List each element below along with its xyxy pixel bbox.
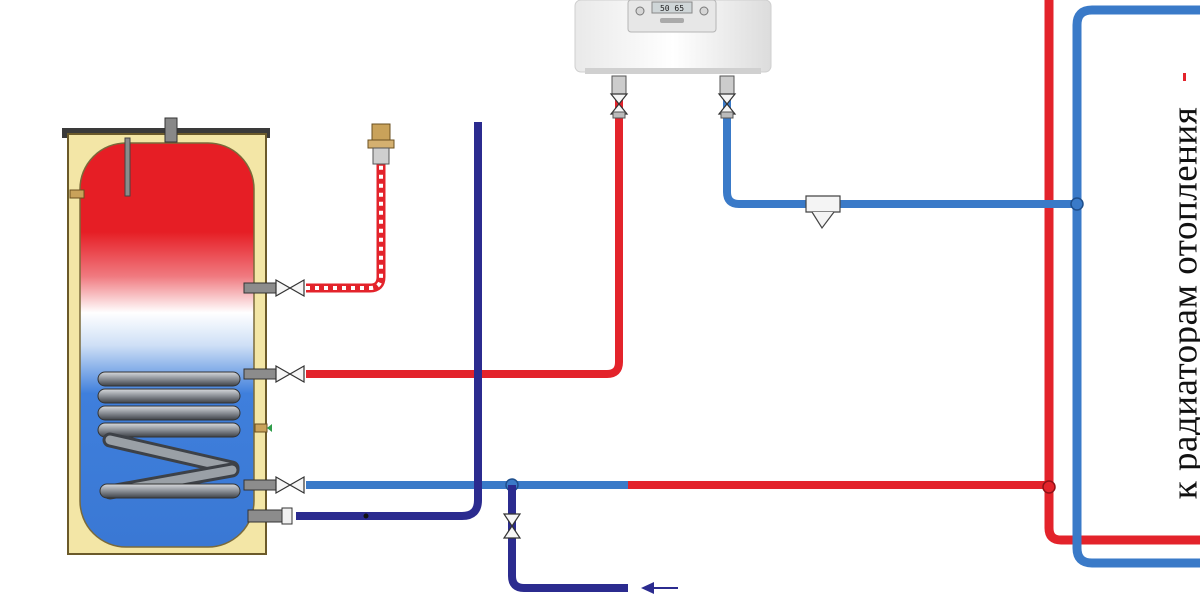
boiler-supply-line: [306, 88, 623, 378]
radiators-label: к радиаторам отопления: [1164, 106, 1200, 500]
cold-supply-pipe: [296, 122, 482, 520]
hose-fitting: [367, 123, 395, 165]
hot-water-outlet-hose: [306, 123, 395, 293]
anode-rod: [124, 137, 131, 197]
tank-coil-outlet-valve[interactable]: [243, 475, 305, 495]
inlet-valve[interactable]: [502, 513, 522, 539]
heating-coil: [97, 371, 241, 500]
tank-outlet-valve-hot[interactable]: [243, 278, 305, 298]
boiler-unit: 50 65: [574, 0, 772, 74]
boiler-display: [651, 1, 693, 14]
boiler-valve-supply[interactable]: [609, 75, 629, 119]
cold-water-inlet: [502, 485, 678, 594]
cold-riser-pipe: [1072, 5, 1200, 568]
boiler-return-line: [723, 88, 1084, 230]
tank-coil-inlet-valve[interactable]: [243, 364, 305, 384]
coil-return-line: [306, 478, 1056, 494]
boiler-valve-return[interactable]: [717, 75, 737, 119]
tank-top-port: [164, 117, 178, 143]
hot-riser-pipe: [1044, 0, 1200, 545]
boiler-knob-right[interactable]: [699, 6, 709, 16]
tank-cold-inlet-fitting: [247, 507, 293, 525]
boiler-control-panel: [627, 0, 717, 33]
boiler-display-text: 50 65: [660, 4, 684, 13]
radiator-riser-pipes: [1044, 0, 1200, 568]
arrow-left-icon: [641, 582, 678, 594]
strainer-icon: [805, 195, 841, 230]
boiler-knob-left[interactable]: [635, 6, 645, 16]
